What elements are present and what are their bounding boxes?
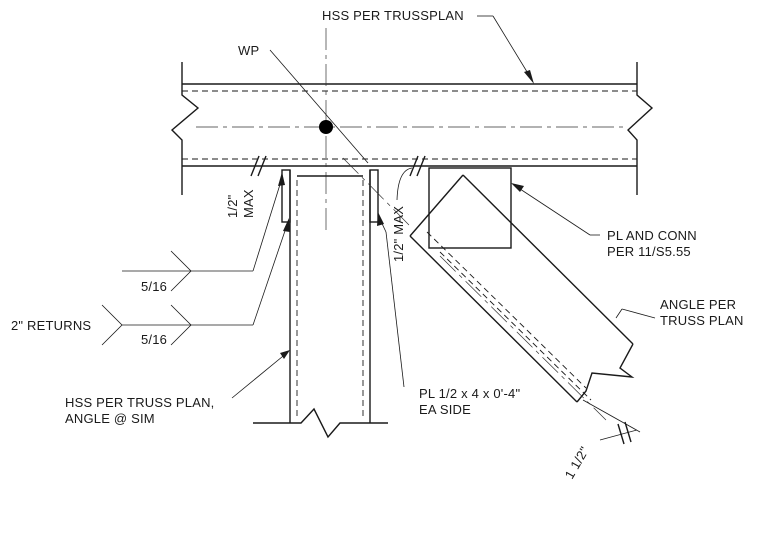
label-pl-conn-2: PER 11/S5.55 <box>607 244 691 259</box>
label-angle-2: TRUSS PLAN <box>660 313 744 328</box>
label-weld-upper: 5/16 <box>141 279 167 294</box>
leaders <box>231 15 656 399</box>
label-wp: WP <box>238 43 259 58</box>
label-weld-lower: 5/16 <box>141 332 167 347</box>
weld-symbol-lower <box>101 218 290 346</box>
label-gap-left-1: 1/2" <box>225 194 240 218</box>
label-gap-left-2: MAX <box>241 189 256 218</box>
label-dim-bottom: 1 1/2" <box>562 444 592 482</box>
end-dimension <box>582 399 641 445</box>
label-pl-side-2: EA SIDE <box>419 402 471 417</box>
label-hss-bottom-2: ANGLE @ SIM <box>65 411 155 426</box>
weld-symbol-upper <box>122 172 285 292</box>
vertical-member <box>253 169 388 439</box>
label-returns: 2" RETURNS <box>11 318 91 333</box>
label-pl-conn-1: PL AND CONN <box>607 228 697 243</box>
work-point-marker <box>319 120 333 134</box>
label-gap-right: 1/2" MAX <box>391 206 406 262</box>
label-angle-1: ANGLE PER <box>660 297 736 312</box>
label-hss-top: HSS PER TRUSSPLAN <box>322 8 464 23</box>
label-hss-bottom-1: HSS PER TRUSS PLAN, <box>65 395 215 410</box>
gap-ticks <box>240 155 428 177</box>
label-pl-side-1: PL 1/2 x 4 x 0'-4" <box>419 386 520 401</box>
diagonal-member <box>342 157 635 421</box>
